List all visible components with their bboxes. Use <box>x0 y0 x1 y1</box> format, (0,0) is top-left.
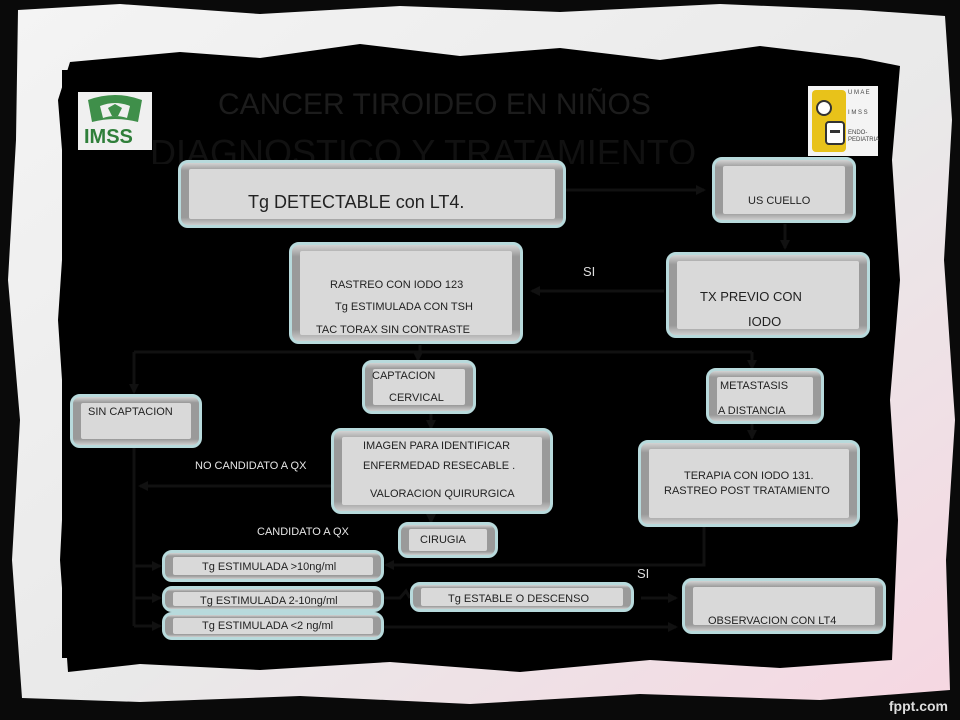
node-rastreo-line2: Tg ESTIMULADA CON TSH <box>335 301 473 313</box>
node-tg-menor-label: Tg ESTIMULADA <2 ng/ml <box>202 620 334 632</box>
node-tg-estable-label: Tg ESTABLE O DESCENSO <box>448 593 590 605</box>
umae-logo-top: U M A E <box>848 90 870 96</box>
slide-title: CANCER TIROIDEO EN NIÑOS <box>218 88 651 121</box>
imss-logo: IMSS <box>78 92 152 150</box>
node-tg-menor <box>162 612 384 640</box>
node-captacion-line1: CAPTACION <box>372 370 436 382</box>
node-tg-detectable-label: Tg DETECTABLE con LT4. <box>248 192 465 212</box>
node-tx-previo-line1: TX PREVIO CON <box>700 289 802 304</box>
node-captacion <box>362 360 476 414</box>
watermark: fppt.com <box>888 698 948 714</box>
node-tg-detectable <box>178 160 566 228</box>
node-rastreo-line3: TAC TORAX SIN CONTRASTE <box>316 324 471 336</box>
edge-label-si-1: SI <box>583 264 596 279</box>
node-tx-previo <box>666 252 870 338</box>
umae-logo-mid: I M S S <box>848 110 868 116</box>
imss-logo-text: IMSS <box>84 126 133 148</box>
node-terapia <box>638 440 860 527</box>
node-cirugia <box>398 522 498 558</box>
slide-subtitle: DIAGNOSTICO Y TRATAMIENTO <box>150 132 697 164</box>
edge-label-no-candidato: NO CANDIDATO A QX <box>195 460 307 472</box>
node-tg-medio-label: Tg ESTIMULADA 2-10ng/ml <box>200 595 338 607</box>
node-tx-previo-line2: IODO <box>748 314 782 329</box>
node-imagen-line3: VALORACION QUIRURGICA <box>370 488 515 500</box>
node-us-cuello <box>712 157 856 223</box>
edge-label-candidato: CANDIDATO A QX <box>257 526 349 538</box>
node-cirugia-label: CIRUGIA <box>420 534 466 546</box>
umae-logo: U M A E I M S S ENDO-PEDIATRIA <box>808 86 880 156</box>
node-tg-estable <box>410 582 634 612</box>
node-rastreo <box>289 242 523 344</box>
node-rastreo-line1: RASTREO CON IODO 123 <box>330 279 464 291</box>
node-tg-mayor-label: Tg ESTIMULADA >10ng/ml <box>202 561 337 573</box>
node-imagen-line2: ENFERMEDAD RESECABLE . <box>363 460 516 472</box>
node-imagen-line1: IMAGEN PARA IDENTIFICAR <box>363 440 511 452</box>
node-metastasis <box>706 368 824 424</box>
edge-label-si-2: SI <box>637 566 650 581</box>
node-observacion <box>682 578 886 634</box>
umae-logo-bottom: ENDO-PEDIATRIA <box>848 130 880 143</box>
node-sin-captacion <box>70 394 202 448</box>
node-us-cuello-label: US CUELLO <box>748 195 811 207</box>
node-imagen <box>331 428 553 514</box>
arrow-terapia-to-tg-mayor <box>384 527 706 570</box>
node-sin-captacion-label: SIN CAPTACION <box>88 406 173 418</box>
node-terapia-line2: RASTREO POST TRATAMIENTO <box>664 485 830 497</box>
node-metastasis-line2: A DISTANCIA <box>718 405 786 417</box>
node-captacion-line2: CERVICAL <box>389 392 444 404</box>
node-tg-medio <box>162 586 384 612</box>
node-terapia-line1: TERAPIA CON IODO 131. <box>684 470 814 482</box>
node-metastasis-line1: METASTASIS <box>720 380 789 392</box>
node-tg-mayor <box>162 550 384 582</box>
node-observacion-label: OBSERVACION CON LT4 <box>708 615 837 627</box>
